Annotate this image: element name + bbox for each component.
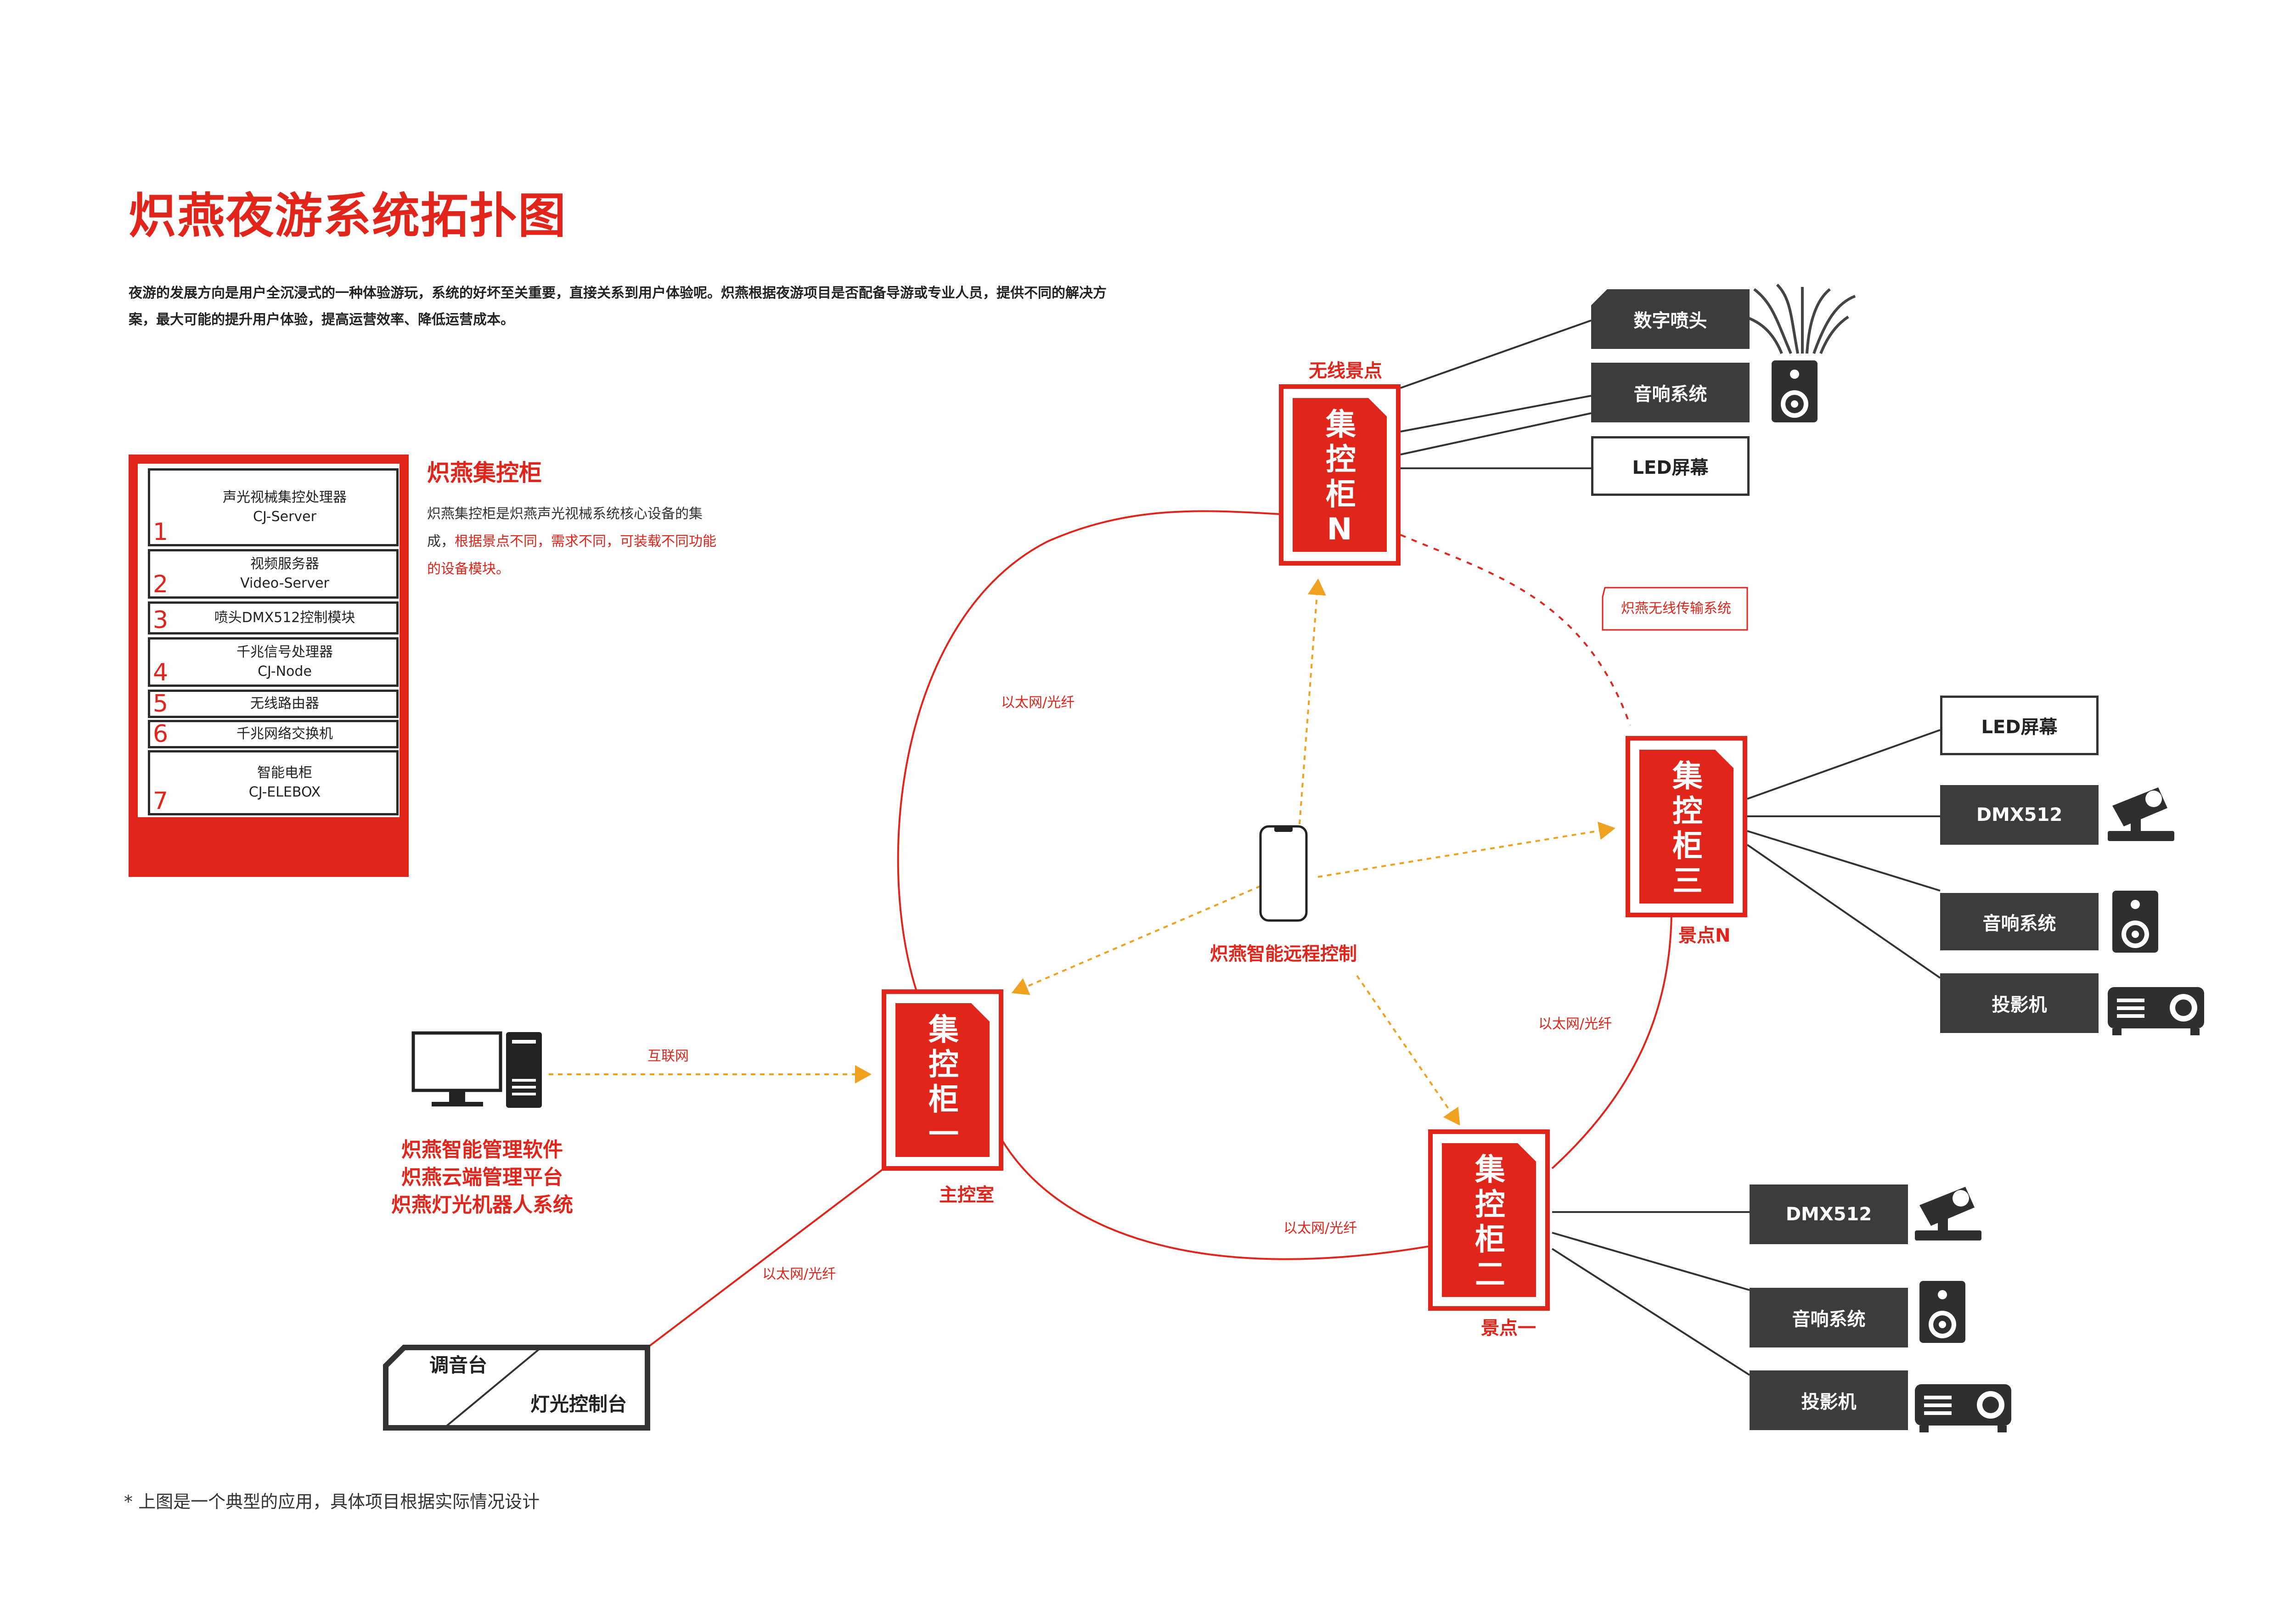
cabinet-c2-shape xyxy=(1428,1129,1550,1311)
rack-module-3: 3 喷头DMX512控制模块 xyxy=(148,601,399,634)
device-led: LED屏幕 xyxy=(1591,436,1750,496)
rack-module-1: 1 声光视械集控处理器 CJ-Server xyxy=(148,468,399,546)
cabinet-panel-desc: 炽燕集控柜是炽燕声光视械系统核心设备的集成，根据景点不同，需求不同，可装载不同功… xyxy=(427,500,721,583)
rack-module-2: 2 视频服务器 Video-Server xyxy=(148,549,399,599)
cabinet-cN-label: 集控柜N xyxy=(1326,407,1356,547)
rack-inner: 1 声光视械集控处理器 CJ-Server 2 视频服务器 Video-Server… xyxy=(138,464,400,817)
ring-link-c1-cN xyxy=(897,510,1282,1004)
module-number: 3 xyxy=(153,606,169,634)
module-name: 千兆网络交换机 xyxy=(236,726,333,742)
software-label: 炽燕云端管理平台 xyxy=(401,1166,563,1189)
cabinet-c1-label: 集控柜一 xyxy=(929,1012,959,1152)
device-projector: 投影机 xyxy=(1750,1370,1908,1430)
device-dmx: DMX512 xyxy=(1940,785,2099,845)
console-shape xyxy=(383,1345,650,1431)
remote-arrow-c2 xyxy=(1356,975,1460,1126)
module-model: Video-Server xyxy=(240,575,329,591)
module-number: 2 xyxy=(153,571,169,598)
cabinet-c3-shape xyxy=(1626,736,1747,917)
rack-module-4: 4 千兆信号处理器 CJ-Node xyxy=(148,637,399,687)
cabinet-cN-caption: 无线景点 xyxy=(1309,360,1382,382)
console-right-label: 灯光控制台 xyxy=(530,1393,627,1415)
remote-arrow-cN xyxy=(1299,578,1326,825)
device-audio: 音响系统 xyxy=(1750,1288,1908,1347)
moving-head-icon xyxy=(1915,1187,1981,1241)
module-name: 智能电柜 xyxy=(257,765,312,781)
device-projector: 投影机 xyxy=(1940,973,2099,1033)
module-name: 千兆信号处理器 xyxy=(236,644,333,660)
speaker-icon xyxy=(2112,891,2158,953)
remote-arrow-c3 xyxy=(1317,821,1615,878)
link-label-wireless: 炽燕无线传输系统 xyxy=(1621,601,1731,617)
link-label-eth: 以太网/光纤 xyxy=(762,1266,836,1282)
projector-icon xyxy=(1915,1384,2011,1432)
remote-control-label: 炽燕智能远程控制 xyxy=(1210,943,1357,965)
speaker-icon xyxy=(1772,360,1818,422)
cabinet-c1-caption: 主控室 xyxy=(939,1184,994,1206)
console-link xyxy=(647,1168,885,1348)
link-label-eth: 以太网/光纤 xyxy=(1283,1220,1357,1236)
desc-plain: 炽燕集控柜是炽燕声光视械系统核心设备的集成， xyxy=(427,506,703,550)
cabinet-c3-caption: 景点N xyxy=(1678,925,1731,946)
cabinet-c3-label: 集控柜三 xyxy=(1672,758,1703,898)
rack-module-7: 7 智能电柜 CJ-ELEBOX xyxy=(148,750,399,815)
cabinet-rack: 1 声光视械集控处理器 CJ-Server 2 视频服务器 Video-Server… xyxy=(129,455,409,877)
smartphone-icon xyxy=(1259,825,1308,922)
rack-module-5: 5 无线路由器 xyxy=(148,690,399,718)
link-label-internet: 互联网 xyxy=(647,1048,689,1064)
software-label: 炽燕智能管理软件 xyxy=(401,1138,563,1162)
page-title: 炽燕夜游系统拓扑图 xyxy=(129,188,567,244)
computer-icon xyxy=(411,1031,542,1108)
device-dmx: DMX512 xyxy=(1750,1184,1908,1244)
ring-link-c2-c3 xyxy=(1551,909,1672,1169)
footnote: * 上图是一个典型的应用，具体项目根据实际情况设计 xyxy=(124,1492,540,1512)
device-fountain: 数字喷头 xyxy=(1633,310,1707,331)
module-number: 5 xyxy=(153,690,169,718)
module-model: CJ-Node xyxy=(258,663,312,679)
cabinet-cN-shape xyxy=(1279,384,1401,566)
software-label: 炽燕灯光机器人系统 xyxy=(391,1193,573,1217)
module-model: CJ-Server xyxy=(253,509,316,525)
module-number: 6 xyxy=(153,720,169,748)
module-name: 视频服务器 xyxy=(250,556,319,572)
speaker-icon xyxy=(1919,1281,1965,1343)
software-labels: 炽燕智能管理软件 炽燕云端管理平台 炽燕灯光机器人系统 xyxy=(321,1136,643,1219)
device-tag-fountain-shape xyxy=(1591,289,1750,349)
module-name: 声光视械集控处理器 xyxy=(223,489,347,505)
fountain-icon xyxy=(1745,283,1856,354)
module-name: 喷头DMX512控制模块 xyxy=(214,610,355,626)
device-led: LED屏幕 xyxy=(1940,696,2099,755)
module-model: CJ-ELEBOX xyxy=(248,784,321,800)
module-name: 无线路由器 xyxy=(250,696,319,712)
cabinet-c2-caption: 景点一 xyxy=(1481,1318,1536,1339)
module-number: 7 xyxy=(153,787,169,815)
link-label-eth: 以太网/光纤 xyxy=(1538,1016,1612,1032)
device-audio: 音响系统 xyxy=(1591,363,1750,422)
moving-head-icon xyxy=(2108,787,2174,841)
wireless-tag-box xyxy=(1602,587,1748,631)
rack-module-6: 6 千兆网络交换机 xyxy=(148,720,399,748)
cabinet-c2-label: 集控柜二 xyxy=(1475,1152,1505,1292)
module-number: 1 xyxy=(153,518,169,546)
projector-icon xyxy=(2108,987,2204,1035)
module-number: 4 xyxy=(153,659,169,686)
cabinet-c1-shape xyxy=(882,989,1003,1171)
cabinet-panel-title: 炽燕集控柜 xyxy=(427,460,542,486)
remote-arrow-c1 xyxy=(1011,885,1261,995)
intro-text: 夜游的发展方向是用户全沉浸式的一种体验游玩，系统的好坏至关重要，直接关系到用户体… xyxy=(129,285,1107,328)
wireless-link xyxy=(1400,534,1631,726)
console-left-label: 调音台 xyxy=(429,1354,488,1376)
device-audio: 音响系统 xyxy=(1940,893,2099,950)
ring-link-c1-c2 xyxy=(1000,1138,1429,1260)
link-label-eth: 以太网/光纤 xyxy=(1001,695,1075,711)
desc-highlight: 根据景点不同，需求不同，可装载不同功能的设备模块。 xyxy=(427,533,716,577)
